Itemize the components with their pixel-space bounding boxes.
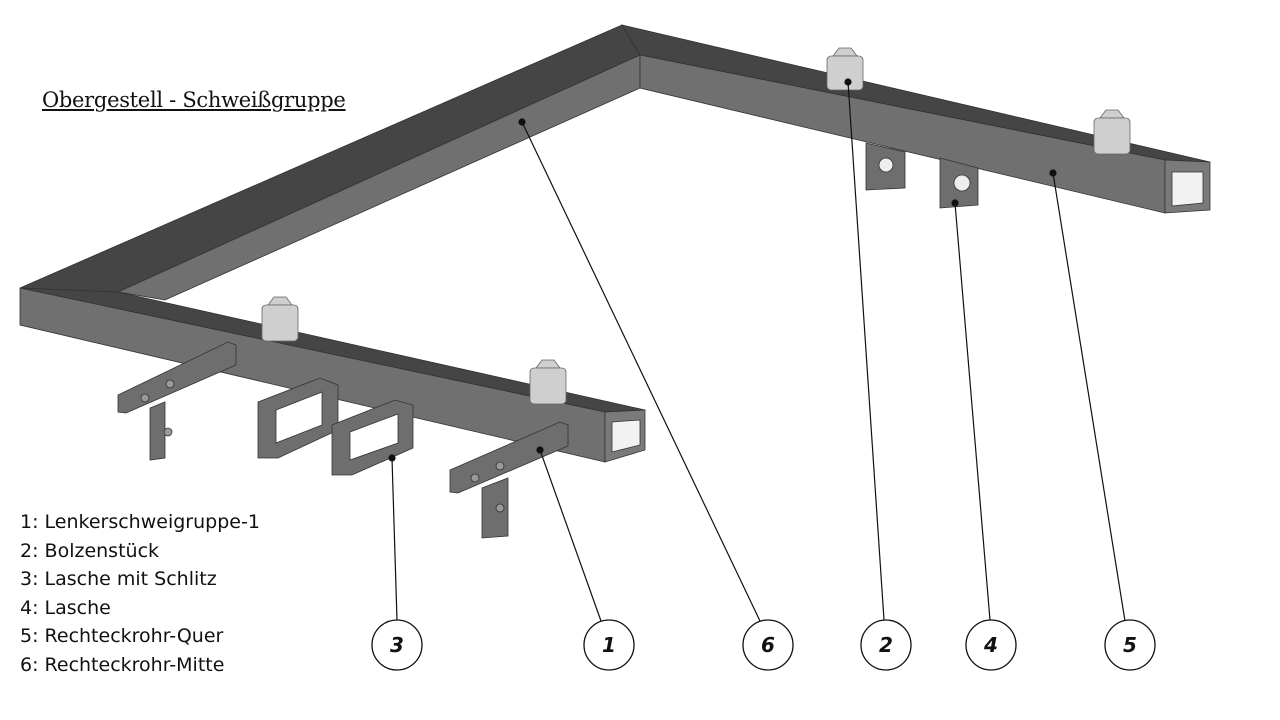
callout-1: 1 <box>583 619 635 671</box>
callout-label: 3 <box>390 633 404 657</box>
callout-6: 6 <box>742 619 794 671</box>
callout-label: 6 <box>761 633 775 657</box>
callout-3: 3 <box>371 619 423 671</box>
lasche-plates <box>865 142 979 209</box>
legend-item: 5: Rechteckrohr-Quer <box>20 625 224 648</box>
callout-2: 2 <box>860 619 912 671</box>
callout-5: 5 <box>1104 619 1156 671</box>
lenker-left <box>117 341 237 461</box>
drawing-title: Obergestell - Schweißgruppe <box>42 88 346 112</box>
callout-label: 2 <box>879 633 893 657</box>
legend-item: 1: Lenkerschweigruppe-1 <box>20 511 260 533</box>
lenker-right <box>449 421 569 539</box>
callout-4: 4 <box>965 619 1017 671</box>
callout-bubbles: 3 1 6 2 4 5 <box>371 619 1156 671</box>
legend-item: 6: Rechteckrohr-Mitte <box>20 653 225 676</box>
legend-item: 2: Bolzenstück <box>20 539 160 562</box>
lower-beam <box>19 287 646 463</box>
callout-label: 5 <box>1123 633 1137 657</box>
rechteckrohr-mitte <box>19 24 641 301</box>
callout-label: 4 <box>983 633 998 657</box>
bolzenstuecke <box>261 47 1131 405</box>
leader-lines <box>388 78 1126 622</box>
legend-item: 4: Lasche <box>20 596 111 619</box>
callout-label: 1 <box>602 633 616 657</box>
parts-legend: 1: Lenkerschweigruppe-1 2: Bolzenstück 3… <box>20 508 260 680</box>
rechteckrohr-quer <box>621 24 1211 214</box>
legend-item: 3: Lasche mit Schlitz <box>20 568 217 591</box>
